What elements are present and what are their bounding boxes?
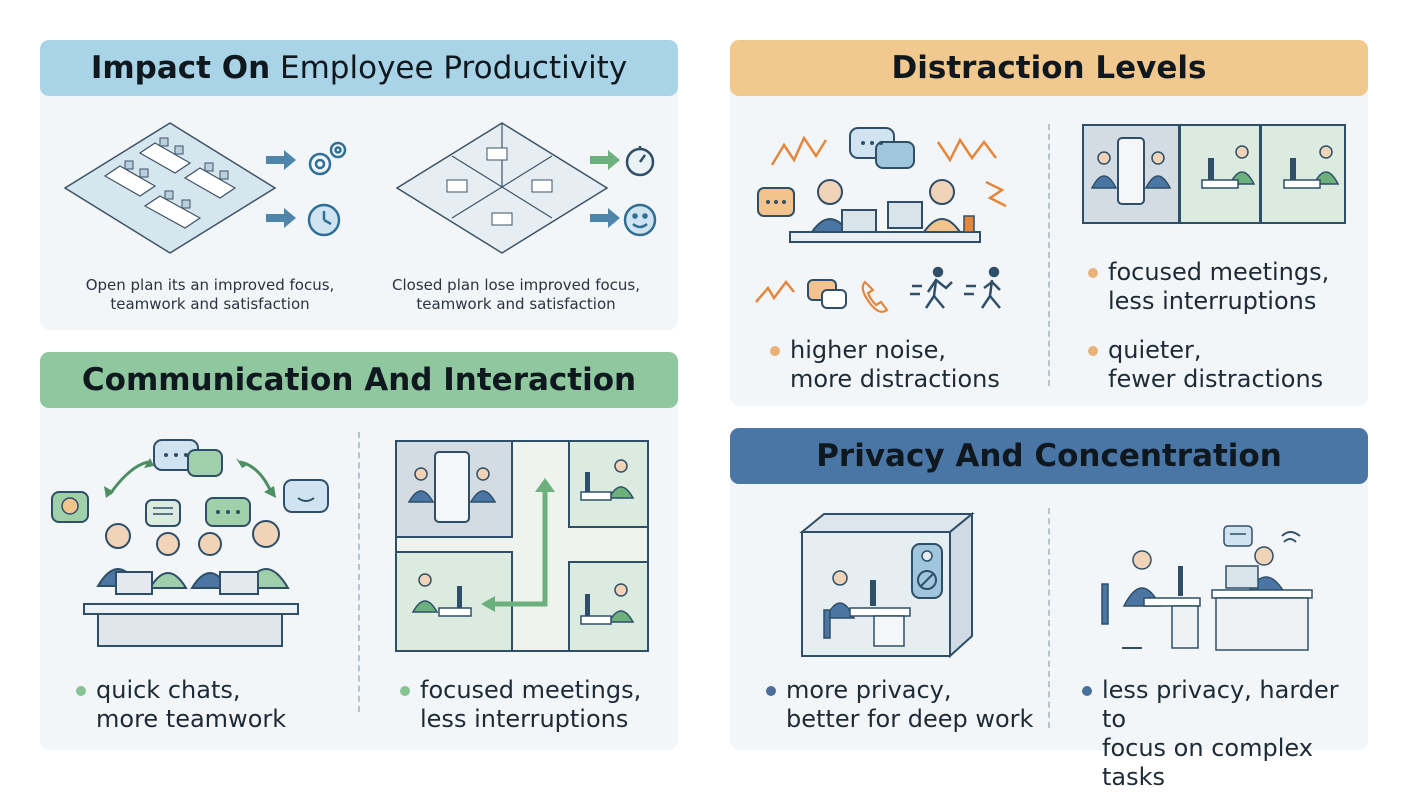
privacy-closed-bullet: more privacy, better for deep work <box>766 676 1034 734</box>
open-plan-floor-illustration <box>63 122 277 254</box>
open-bullet-line-2: focus on complex tasks <box>1102 734 1313 791</box>
closed-bullet-line-2: better for deep work <box>786 705 1034 733</box>
communication-header: Communication And Interaction <box>40 352 678 408</box>
speech-bubble-icon <box>849 127 915 169</box>
communication-open-bullet: quick chats, more teamwork <box>76 676 287 734</box>
open-bullet-line-1: higher noise, <box>790 336 947 364</box>
open-desk-illustration <box>1101 525 1313 651</box>
noisy-open-office-illustration <box>755 127 1007 313</box>
gears-icon <box>308 141 347 176</box>
communication-title: Communication And Interaction <box>81 362 637 398</box>
bullet-dot <box>76 686 86 696</box>
closed-bullet-line-2: less interruptions <box>420 705 629 733</box>
distraction-divider <box>1048 124 1050 386</box>
distraction-title: Distraction Levels <box>891 50 1207 86</box>
productivity-title-bold: Impact On <box>90 50 271 86</box>
privacy-panel: Privacy And Concentration more privacy, … <box>730 428 1368 791</box>
productivity-header: Impact On Employee Productivity <box>40 40 678 96</box>
closed-bullet-line-1: focused meetings, <box>420 676 642 704</box>
closed-caption-line-2: teamwork and satisfaction <box>416 295 616 313</box>
closed-plan-caption: Closed plan lose improved focus, teamwor… <box>366 276 666 314</box>
productivity-title-rest: Employee Productivity <box>270 50 628 86</box>
communication-closed-bullet: focused meetings, less interruptions <box>400 676 642 734</box>
bullet-dot <box>1088 268 1098 278</box>
team-chat-illustration <box>51 439 329 647</box>
bullet-dot <box>1088 346 1098 356</box>
privacy-title: Privacy And Concentration <box>816 438 1282 474</box>
communication-divider <box>358 432 360 712</box>
closed-plan-arrows <box>590 146 657 237</box>
open-caption-line-1: Open plan its an improved focus, <box>85 276 335 294</box>
phone-icon <box>861 280 889 313</box>
open-bullet-line-1: quick chats, <box>96 676 241 704</box>
distraction-closed-bullet-top: focused meetings, less interruptions <box>1088 258 1330 316</box>
open-caption-line-2: teamwork and satisfaction <box>110 295 310 313</box>
privacy-open-bullet: less privacy, harder to focus on complex… <box>1082 676 1368 792</box>
productivity-panel: Impact On Employee Productivity Open pla… <box>40 40 678 330</box>
closed-offices-illustration <box>1082 124 1346 224</box>
open-bullet-line-2: more distractions <box>790 365 1000 393</box>
bullet-dot <box>1082 686 1092 696</box>
stopwatch-icon <box>625 146 655 177</box>
privacy-divider <box>1048 508 1050 728</box>
closed-plan-floor-illustration <box>395 122 609 254</box>
closed-bottom-line-2: fewer distractions <box>1108 365 1324 393</box>
closed-bullet-line-1: more privacy, <box>786 676 952 704</box>
distraction-closed-bullet-bottom: quieter, fewer distractions <box>1088 336 1324 394</box>
open-plan-caption: Open plan its an improved focus, teamwor… <box>60 276 360 314</box>
closed-bottom-line-1: quieter, <box>1108 336 1202 364</box>
distraction-panel: Distraction Levels <box>730 40 1368 406</box>
closed-top-line-2: less interruptions <box>1108 287 1317 315</box>
closed-floorplan-illustration <box>395 440 649 652</box>
running-person-icon <box>910 266 1001 309</box>
open-bullet-line-2: more teamwork <box>96 705 287 733</box>
do-not-disturb-sign-icon <box>911 543 943 599</box>
bullet-dot <box>400 686 410 696</box>
open-plan-arrows <box>266 141 347 237</box>
distraction-header: Distraction Levels <box>730 40 1368 96</box>
open-bullet-line-1: less privacy, harder to <box>1102 676 1339 733</box>
closed-top-line-1: focused meetings, <box>1108 258 1330 286</box>
privacy-header: Privacy And Concentration <box>730 428 1368 484</box>
distraction-open-bullet: higher noise, more distractions <box>770 336 1000 394</box>
closed-caption-line-1: Closed plan lose improved focus, <box>392 276 640 294</box>
clock-icon <box>307 203 341 237</box>
bullet-dot <box>770 346 780 356</box>
bullet-dot <box>766 686 776 696</box>
smiley-icon <box>623 203 657 237</box>
private-booth-illustration <box>799 511 975 659</box>
communication-panel: Communication And Interaction <box>40 352 678 750</box>
